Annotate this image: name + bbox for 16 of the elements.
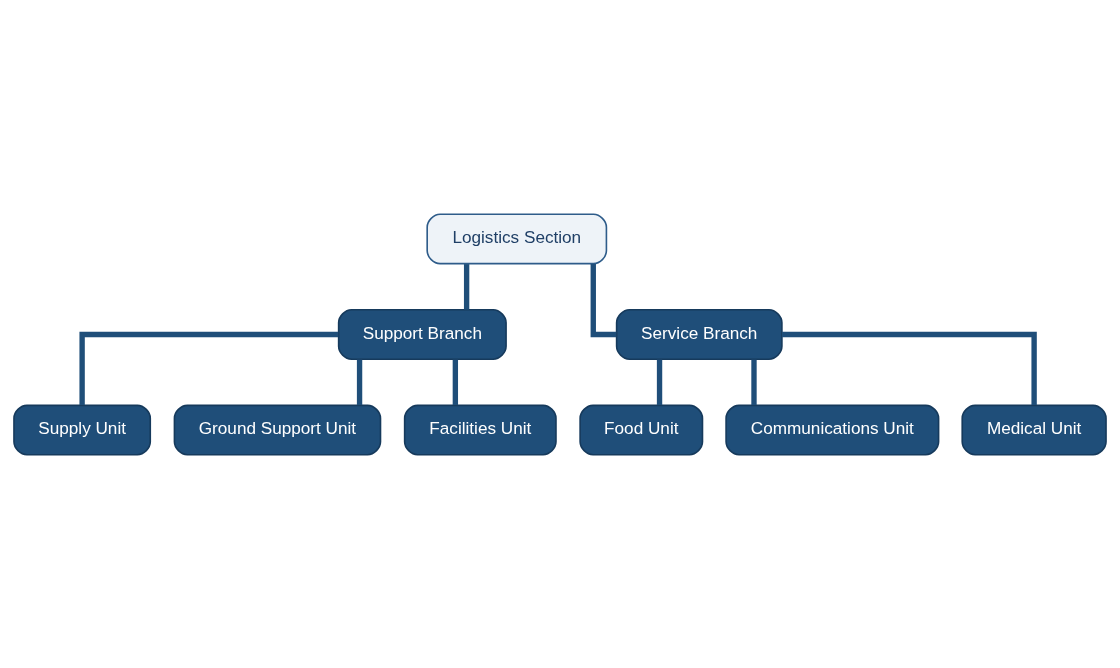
connector: [656, 359, 663, 405]
node-box: Supply Unit: [13, 404, 152, 455]
connector: [751, 359, 757, 405]
node-box: Logistics Section: [426, 213, 608, 264]
connector: [452, 359, 459, 405]
node-box: Medical Unit: [961, 404, 1107, 455]
node-box: Food Unit: [579, 404, 704, 455]
connector: [356, 359, 363, 405]
node-box: Communications Unit: [725, 404, 940, 455]
connector: [463, 263, 470, 310]
node-box: Ground Support Unit: [173, 404, 382, 455]
connector: [782, 331, 1037, 405]
node-box: Facilities Unit: [403, 404, 557, 455]
node-box: Service Branch: [615, 308, 783, 360]
node-box: Support Branch: [337, 308, 507, 360]
connector: [79, 331, 339, 405]
